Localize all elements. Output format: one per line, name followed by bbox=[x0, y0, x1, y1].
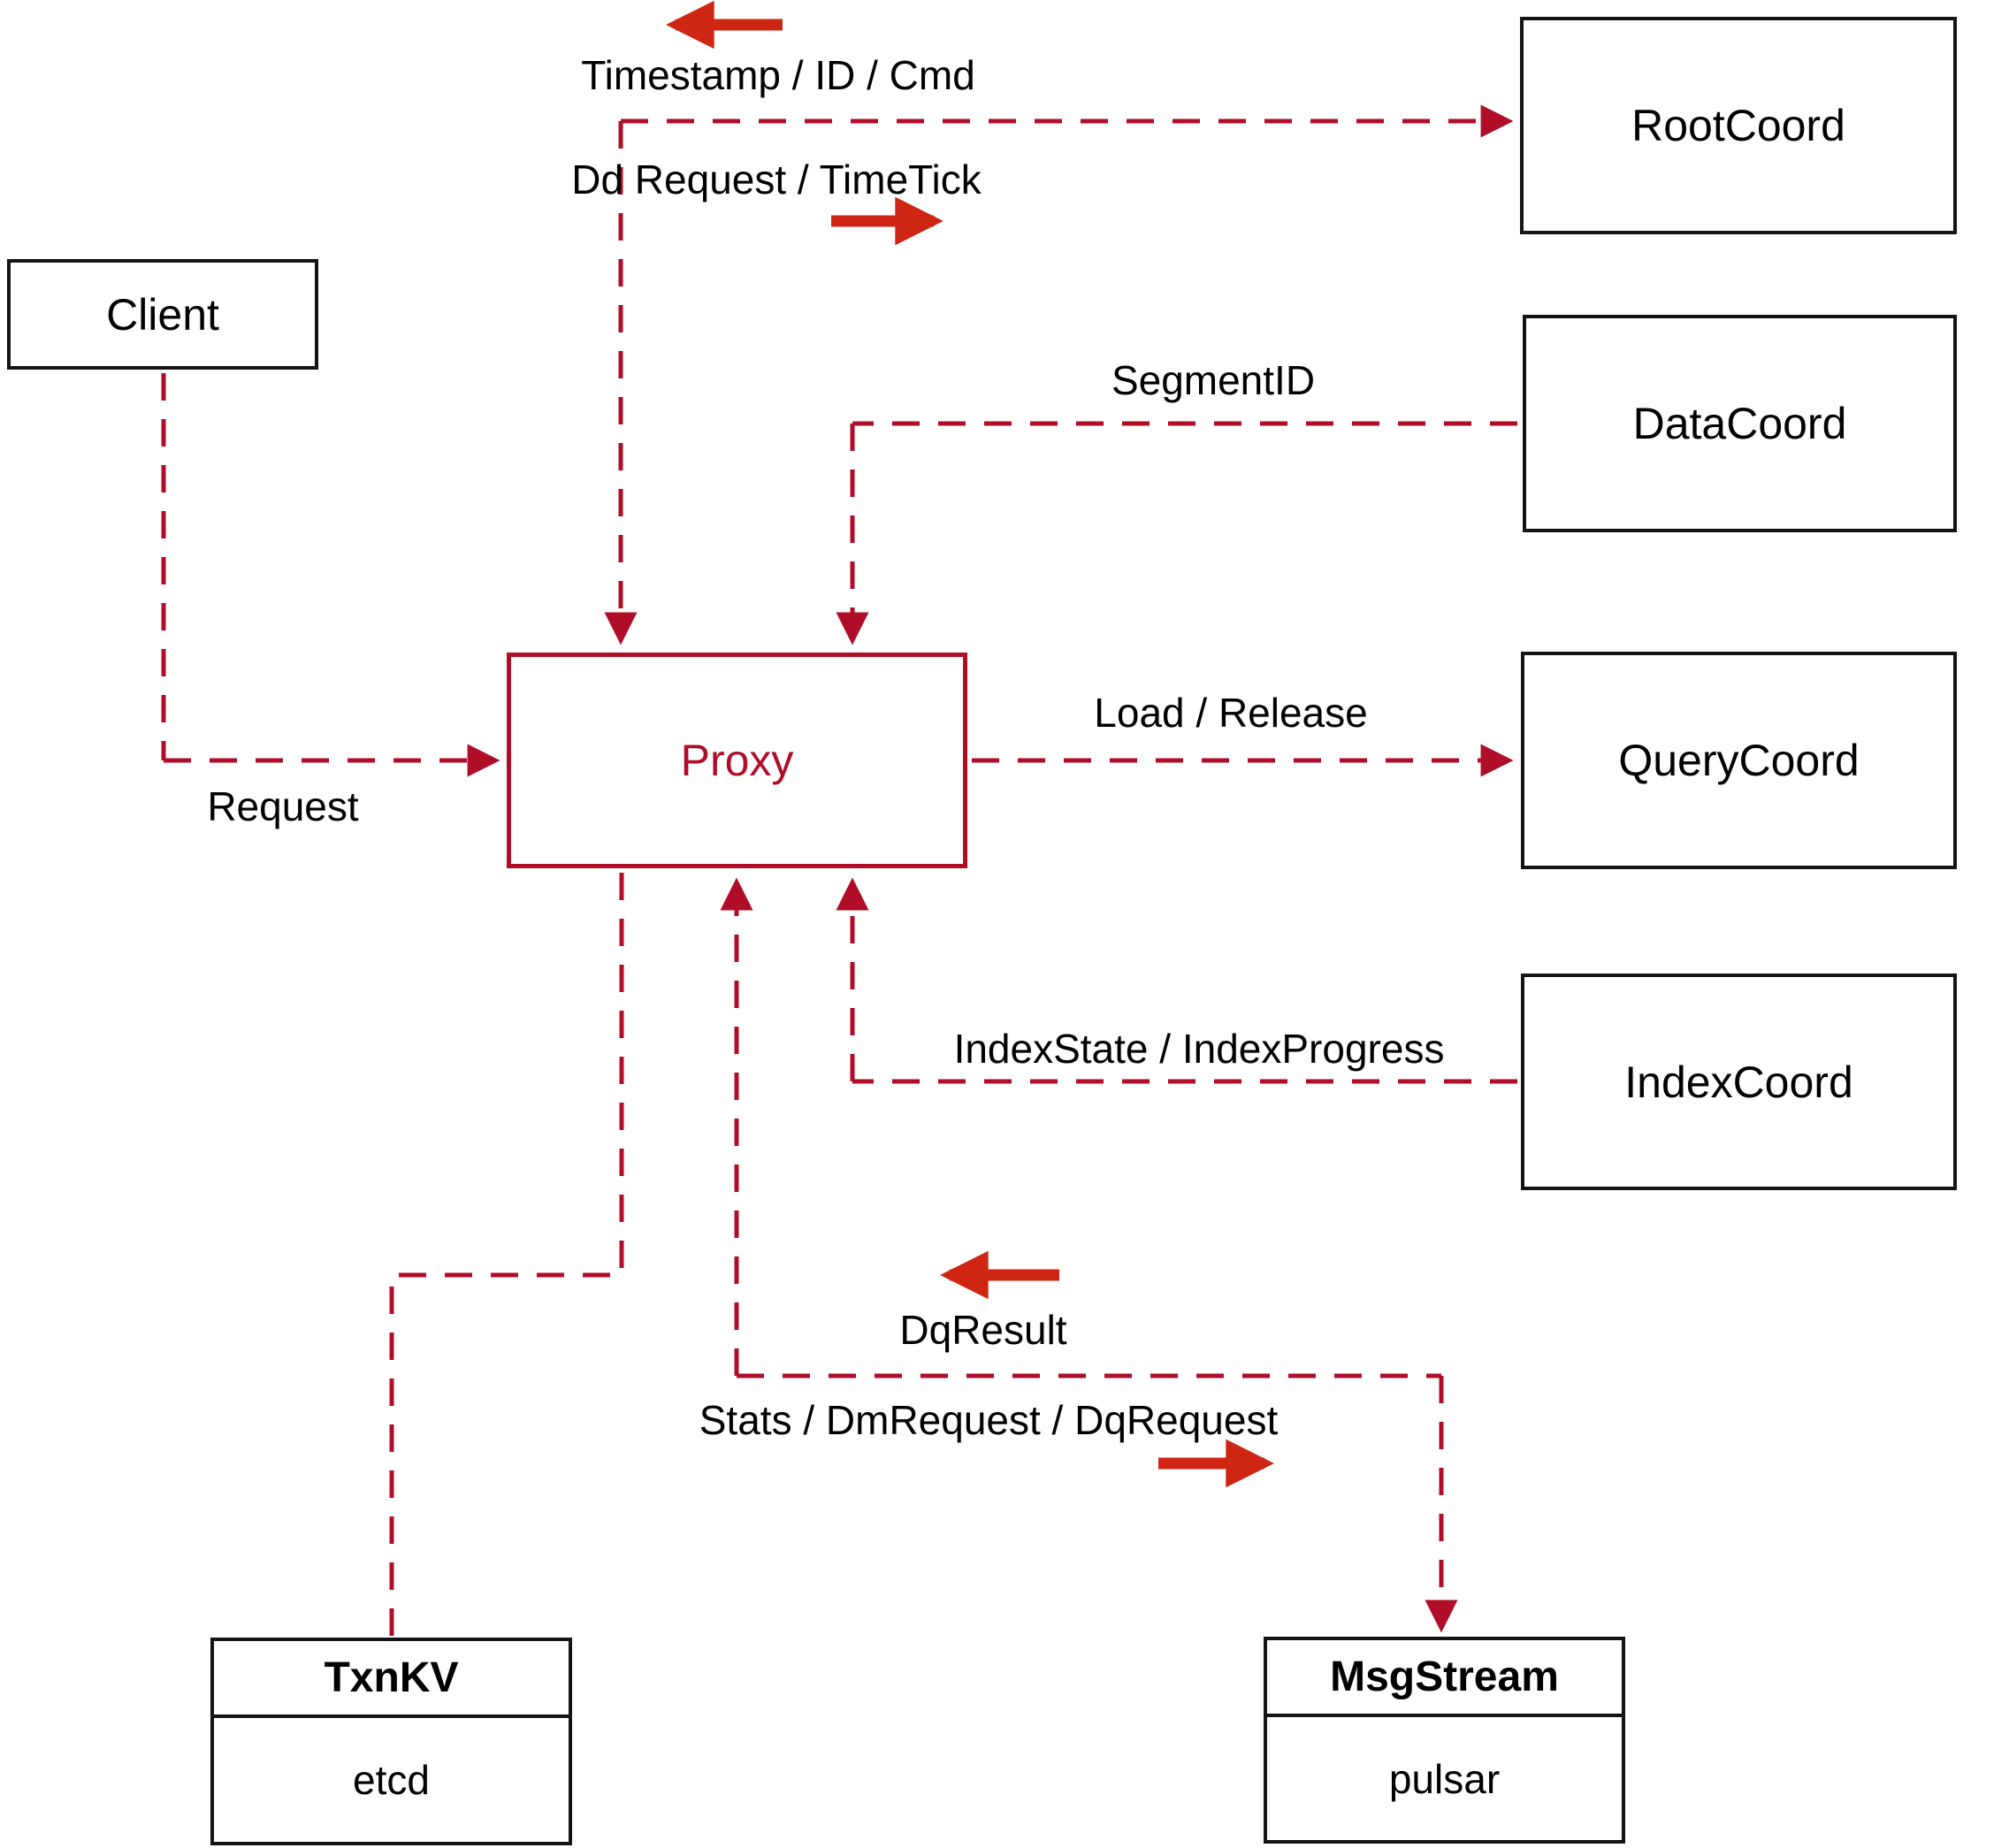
node-rootcoord: RootCoord bbox=[1520, 17, 1957, 234]
node-querycoord-label: QueryCoord bbox=[1618, 736, 1860, 785]
node-proxy-label: Proxy bbox=[680, 736, 794, 785]
node-datacoord-label: DataCoord bbox=[1632, 399, 1847, 448]
edge-label-timestamp: Timestamp / ID / Cmd bbox=[581, 52, 975, 98]
edge-label-loadrelease: Load / Release bbox=[1094, 690, 1368, 736]
node-msgstream: MsgStream pulsar bbox=[1264, 1637, 1625, 1844]
node-proxy: Proxy bbox=[507, 653, 967, 868]
edge-label-segmentid: SegmentID bbox=[1111, 357, 1316, 403]
node-txnkv-subtitle: etcd bbox=[353, 1757, 430, 1803]
node-client: Client bbox=[7, 259, 318, 370]
edge-label-stats: Stats / DmRequest / DqRequest bbox=[699, 1397, 1279, 1443]
edge-label-request: Request bbox=[207, 783, 359, 829]
edge-label-indexstate: IndexState / IndexProgress bbox=[953, 1026, 1445, 1072]
node-querycoord: QueryCoord bbox=[1521, 652, 1957, 869]
edge-label-dqresult: DqResult bbox=[899, 1307, 1067, 1353]
node-indexcoord-label: IndexCoord bbox=[1624, 1057, 1853, 1107]
edge-label-ddrequest: Dd Request / TimeTick bbox=[571, 157, 982, 202]
node-msgstream-subtitle: pulsar bbox=[1388, 1755, 1501, 1802]
edge-proxy-txnkv-line bbox=[389, 873, 624, 1636]
node-indexcoord: IndexCoord bbox=[1521, 974, 1957, 1190]
node-txnkv: TxnKV etcd bbox=[210, 1638, 572, 1845]
node-client-label: Client bbox=[106, 289, 219, 340]
node-txnkv-title: TxnKV bbox=[214, 1641, 569, 1718]
node-datacoord: DataCoord bbox=[1523, 315, 1957, 532]
node-rootcoord-label: RootCoord bbox=[1631, 101, 1845, 150]
node-msgstream-title: MsgStream bbox=[1267, 1640, 1622, 1717]
